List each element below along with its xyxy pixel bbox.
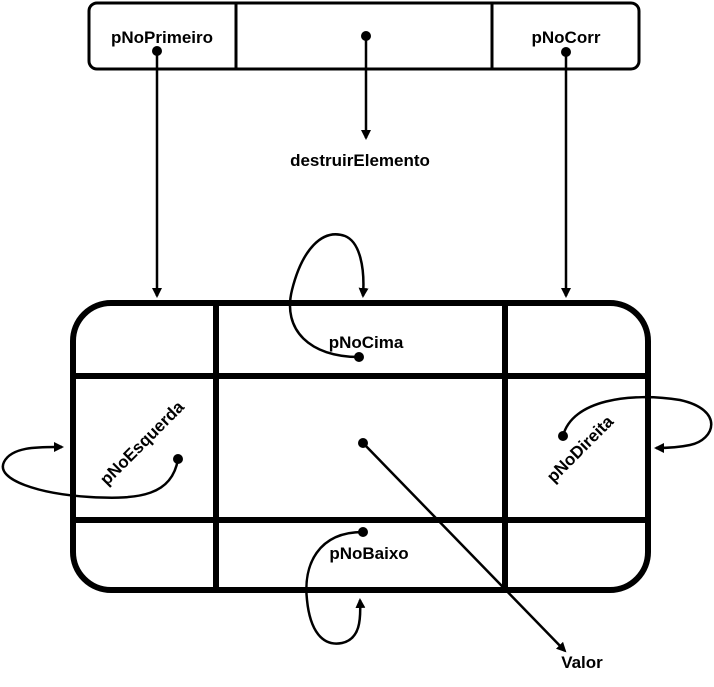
- field-top: pNoCima: [288, 233, 404, 362]
- destruir-elemento-label: destruirElemento: [290, 151, 430, 170]
- field-bottom-label: pNoBaixo: [329, 544, 408, 563]
- field-top-label: pNoCima: [329, 333, 404, 352]
- field-center: Valor: [358, 438, 603, 672]
- header-cell-label-corr: pNoCorr: [532, 28, 601, 47]
- field-left-loop-arrow: [1, 441, 180, 499]
- field-bottom: pNoBaixo: [305, 527, 409, 645]
- field-center-arrow: [362, 442, 567, 653]
- field-right-loop-arrow: [561, 395, 713, 453]
- field-bottom-loop-arrow: [305, 530, 366, 645]
- valor-label: Valor: [561, 653, 603, 672]
- header-pointers: destruirElemento: [152, 31, 571, 298]
- header-cell-label-primeiro: pNoPrimeiro: [111, 28, 213, 47]
- field-top-loop-arrow: [288, 233, 369, 359]
